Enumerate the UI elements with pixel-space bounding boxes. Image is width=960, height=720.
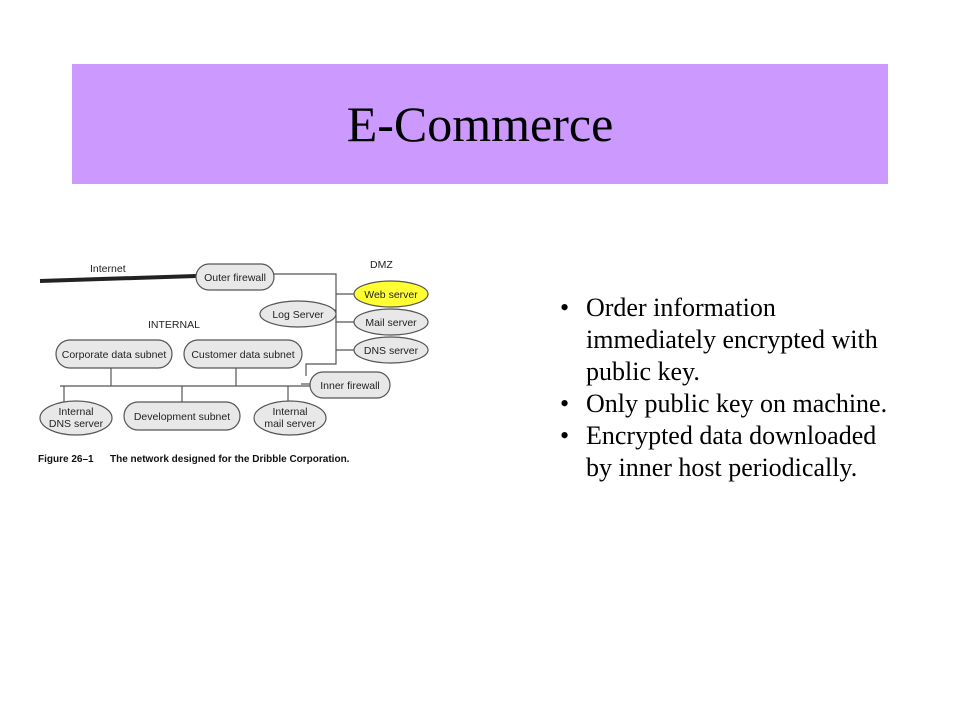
network-diagram: Internet DMZ INTERNAL Outer firewall Web… [36,252,466,472]
bullet-list: • Order information immediately encrypted… [560,292,900,484]
network-diagram-svg: Internet DMZ INTERNAL Outer firewall Web… [38,259,429,465]
web-server-label: Web server [364,289,418,301]
internal-label: INTERNAL [148,319,200,331]
development-subnet-label: Development subnet [134,411,230,423]
bullet-item: • Encrypted data downloaded by inner host… [560,420,900,484]
outer-firewall-label: Outer firewall [204,272,266,284]
dmz-to-inner-line [305,350,337,374]
bullet-dot: • [560,293,570,322]
bullet-text: Encrypted data downloaded by inner host … [586,421,877,482]
outer-to-web-line [272,273,354,295]
title-banner: E-Commerce [72,64,888,184]
customer-subnet-node: Customer data subnet [183,339,303,369]
corporate-subnet-label: Corporate data subnet [62,349,167,361]
internal-dns-node: Internal DNS server [39,400,113,436]
bullet-text: Order information immediately encrypted … [586,293,878,386]
internal-mail-node: Internal mail server [253,400,327,436]
corporate-subnet-node: Corporate data subnet [55,339,173,369]
dns-server-label: DNS server [364,345,419,357]
inner-firewall-label: Inner firewall [320,380,380,392]
bullet-dot: • [560,421,570,450]
internal-dns-label-line2: DNS server [49,418,104,430]
slide-title: E-Commerce [346,96,614,152]
connection-lines [39,273,354,404]
internal-dns-label-line1: Internal [58,406,93,418]
mail-server-node: Mail server [353,308,429,336]
figure-caption-text: The network designed for the Dribble Cor… [110,454,350,465]
dmz-label: DMZ [370,259,393,271]
inner-firewall-node: Inner firewall [309,371,391,399]
dmz-bus-mail [335,294,354,323]
internal-mail-label-line1: Internal [272,406,307,418]
development-subnet-node: Development subnet [123,401,241,431]
bullet-dot: • [560,389,570,418]
log-server-node: Log Server [259,300,337,328]
dmz-bus-dns [335,322,354,351]
internet-backbone-line [39,274,197,283]
outer-firewall-node: Outer firewall [195,263,275,291]
web-server-node: Web server [353,280,429,308]
internal-mail-label-line2: mail server [264,418,316,430]
customer-subnet-label: Customer data subnet [191,349,294,361]
internet-label: Internet [90,263,126,275]
log-server-label: Log Server [272,309,324,321]
bullet-item: • Order information immediately encrypted… [560,292,900,388]
bullet-text: Only public key on machine. [586,389,888,418]
bullet-item: • Only public key on machine. [560,388,900,420]
dns-server-node: DNS server [353,336,429,364]
mail-server-label: Mail server [365,317,417,329]
figure-caption-number: Figure 26–1 [38,454,94,465]
